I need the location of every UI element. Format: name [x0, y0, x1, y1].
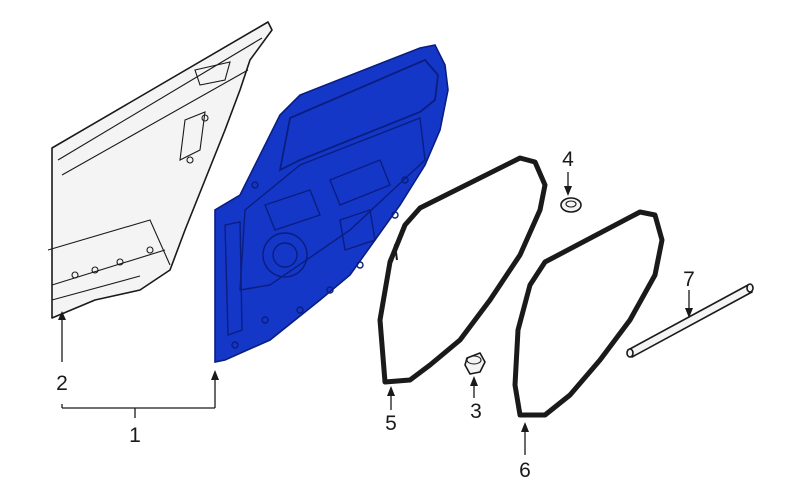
door-opening-weatherstrip [377, 155, 548, 385]
callout-labels: 1 2 3 4 5 6 7 [56, 148, 695, 482]
callout-label-6: 6 [519, 459, 531, 482]
callout-leaders [58, 172, 693, 455]
bumper-stop [464, 352, 486, 375]
callout-label-1: 1 [129, 424, 141, 447]
callout-label-5: 5 [385, 412, 397, 435]
belt-molding-strip [626, 283, 754, 358]
callout-label-3: 3 [470, 400, 482, 423]
callout-label-2: 2 [56, 372, 68, 395]
plug-grommet [560, 197, 582, 213]
outer-door-skin-panel [47, 21, 273, 319]
callout-label-4: 4 [562, 148, 574, 171]
door-weatherstrip [512, 209, 665, 418]
callout-label-7: 7 [683, 268, 695, 291]
door-shell-assembly [214, 44, 449, 363]
